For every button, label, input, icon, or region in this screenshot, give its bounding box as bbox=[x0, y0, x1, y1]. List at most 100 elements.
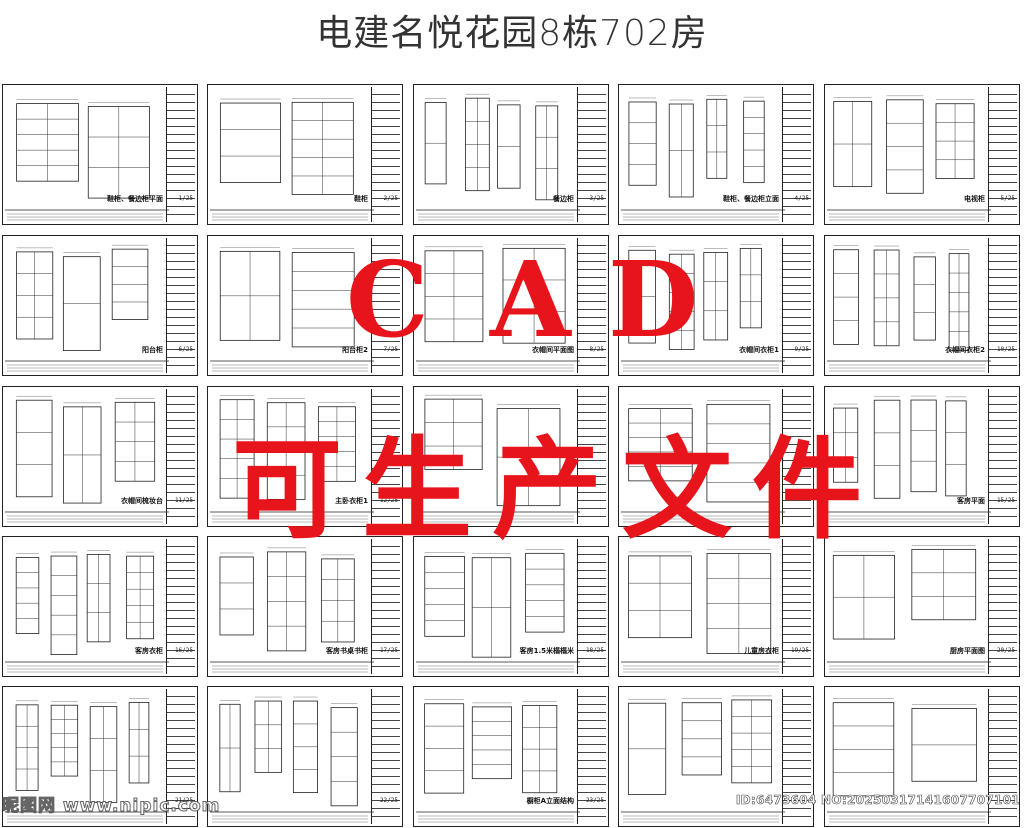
cabinet-drawing bbox=[416, 93, 580, 221]
sheet-title: 客房衣柜 bbox=[135, 647, 163, 655]
cabinet-drawing bbox=[416, 549, 580, 673]
title-block bbox=[782, 238, 811, 373]
sheet-number: 3/25 bbox=[589, 195, 604, 202]
cabinet-drawing bbox=[5, 99, 169, 221]
sheet-title: 儿童房衣柜 bbox=[744, 647, 779, 655]
title-block bbox=[166, 539, 195, 674]
sheet-number: 18/25 bbox=[585, 647, 604, 654]
sheet-title: 阳台柜 bbox=[142, 346, 163, 354]
drawing-sheet bbox=[413, 386, 609, 527]
sheet-number: 4/25 bbox=[794, 195, 809, 202]
sheet-number: 10/25 bbox=[996, 346, 1015, 353]
title-block bbox=[166, 87, 195, 222]
cabinet-drawing bbox=[416, 699, 580, 823]
cabinet-drawing bbox=[621, 244, 785, 372]
title-block bbox=[577, 87, 606, 222]
nipic-watermark: 昵图网 www.nipic.com bbox=[1, 796, 221, 817]
cabinet-drawing bbox=[621, 549, 785, 673]
sheet-title: 衣帽间梳妆台 bbox=[121, 497, 163, 505]
drawing-sheet: 儿童房衣柜 19/25 bbox=[618, 536, 814, 677]
cabinet-drawing bbox=[827, 698, 991, 823]
sheet-title: 厨房平面图 bbox=[950, 647, 985, 655]
sheet-number: 2/25 bbox=[383, 195, 398, 202]
title-block bbox=[782, 539, 811, 674]
cabinet-drawing bbox=[5, 550, 169, 673]
sheet-number: 6/25 bbox=[178, 346, 193, 353]
title-block bbox=[782, 689, 811, 824]
cabinet-drawing bbox=[827, 545, 991, 673]
drawing-sheet: 客房书桌书柜 17/25 bbox=[207, 536, 403, 677]
title-block bbox=[166, 389, 195, 524]
cabinet-drawing bbox=[621, 95, 785, 221]
sheet-title: 客房平面 bbox=[957, 497, 985, 505]
cabinet-drawing bbox=[210, 696, 374, 823]
title-block bbox=[988, 389, 1017, 524]
sheet-number: 16/25 bbox=[174, 647, 193, 654]
cabinet-drawing bbox=[210, 547, 374, 673]
drawing-sheet: 客房平面 15/25 bbox=[824, 386, 1020, 527]
sheet-number: 12/25 bbox=[379, 497, 398, 504]
drawing-sheet: 客房1.5米榻榻米 18/25 bbox=[413, 536, 609, 677]
cabinet-drawing bbox=[827, 245, 991, 372]
sheet-number: 19/25 bbox=[790, 647, 809, 654]
sheet-number: 23/25 bbox=[585, 797, 604, 804]
title-block bbox=[577, 238, 606, 373]
drawing-sheet bbox=[824, 686, 1020, 827]
title-block bbox=[371, 87, 400, 222]
sheet-title: 衣帽间平面图 bbox=[532, 346, 574, 354]
title-block bbox=[371, 238, 400, 373]
sheet-number: 21/25 bbox=[174, 797, 193, 804]
sheet-number: 11/25 bbox=[174, 497, 193, 504]
title-block bbox=[166, 689, 195, 824]
sheet-number: 15/25 bbox=[996, 497, 1015, 504]
cabinet-drawing bbox=[416, 244, 580, 372]
title-block bbox=[577, 689, 606, 824]
title-block bbox=[577, 389, 606, 524]
sheet-number: 7/25 bbox=[383, 346, 398, 353]
title-block bbox=[988, 87, 1017, 222]
drawing-sheet: 鞋柜 2/25 bbox=[207, 84, 403, 225]
drawing-sheet: 21/25 bbox=[2, 686, 198, 827]
cabinet-drawing bbox=[210, 395, 374, 523]
drawing-sheet: 餐边柜 3/25 bbox=[413, 84, 609, 225]
cabinet-drawing bbox=[5, 396, 169, 523]
title-block bbox=[988, 689, 1017, 824]
sheet-number: 20/25 bbox=[996, 647, 1015, 654]
title-block bbox=[988, 539, 1017, 674]
page-title: 电建名悦花园8栋702房 bbox=[316, 13, 708, 54]
sheet-title: 主卧衣柜1 bbox=[335, 497, 368, 505]
sheet-number: 22/25 bbox=[379, 797, 398, 804]
sheet-title: 客房1.5米榻榻米 bbox=[519, 647, 574, 655]
drawing-sheet: 22/25 bbox=[207, 686, 403, 827]
drawing-sheet: 衣帽间平面图 8/25 bbox=[413, 235, 609, 376]
sheet-title: 餐边柜 bbox=[553, 195, 574, 203]
title-block bbox=[371, 539, 400, 674]
sheet-number: 5/25 bbox=[1000, 195, 1015, 202]
drawing-sheet bbox=[618, 386, 814, 527]
drawing-sheet: 厨房平面图 20/25 bbox=[824, 536, 1020, 677]
cabinet-drawing bbox=[5, 698, 169, 823]
cabinet-drawing bbox=[621, 400, 785, 523]
sheet-title: 客房书桌书柜 bbox=[326, 647, 368, 655]
title-block bbox=[988, 238, 1017, 373]
sheet-title: 鞋柜 bbox=[354, 195, 368, 203]
sheet-title: 鞋柜、餐边柜立面 bbox=[723, 195, 779, 203]
title-block bbox=[166, 238, 195, 373]
title-block bbox=[782, 389, 811, 524]
sheet-number: 8/25 bbox=[589, 346, 604, 353]
sheet-title: 电视柜 bbox=[964, 195, 985, 203]
title-block bbox=[782, 87, 811, 222]
cabinet-drawing bbox=[416, 394, 580, 523]
title-block bbox=[371, 689, 400, 824]
sheet-title: 橱柜A立面结构 bbox=[526, 797, 574, 805]
sheet-number: 17/25 bbox=[379, 647, 398, 654]
sheet-number: 9/25 bbox=[794, 346, 809, 353]
title-block bbox=[577, 539, 606, 674]
sheet-number: 1/25 bbox=[178, 195, 193, 202]
drawing-sheet: 鞋柜、餐边柜立面 4/25 bbox=[618, 84, 814, 225]
